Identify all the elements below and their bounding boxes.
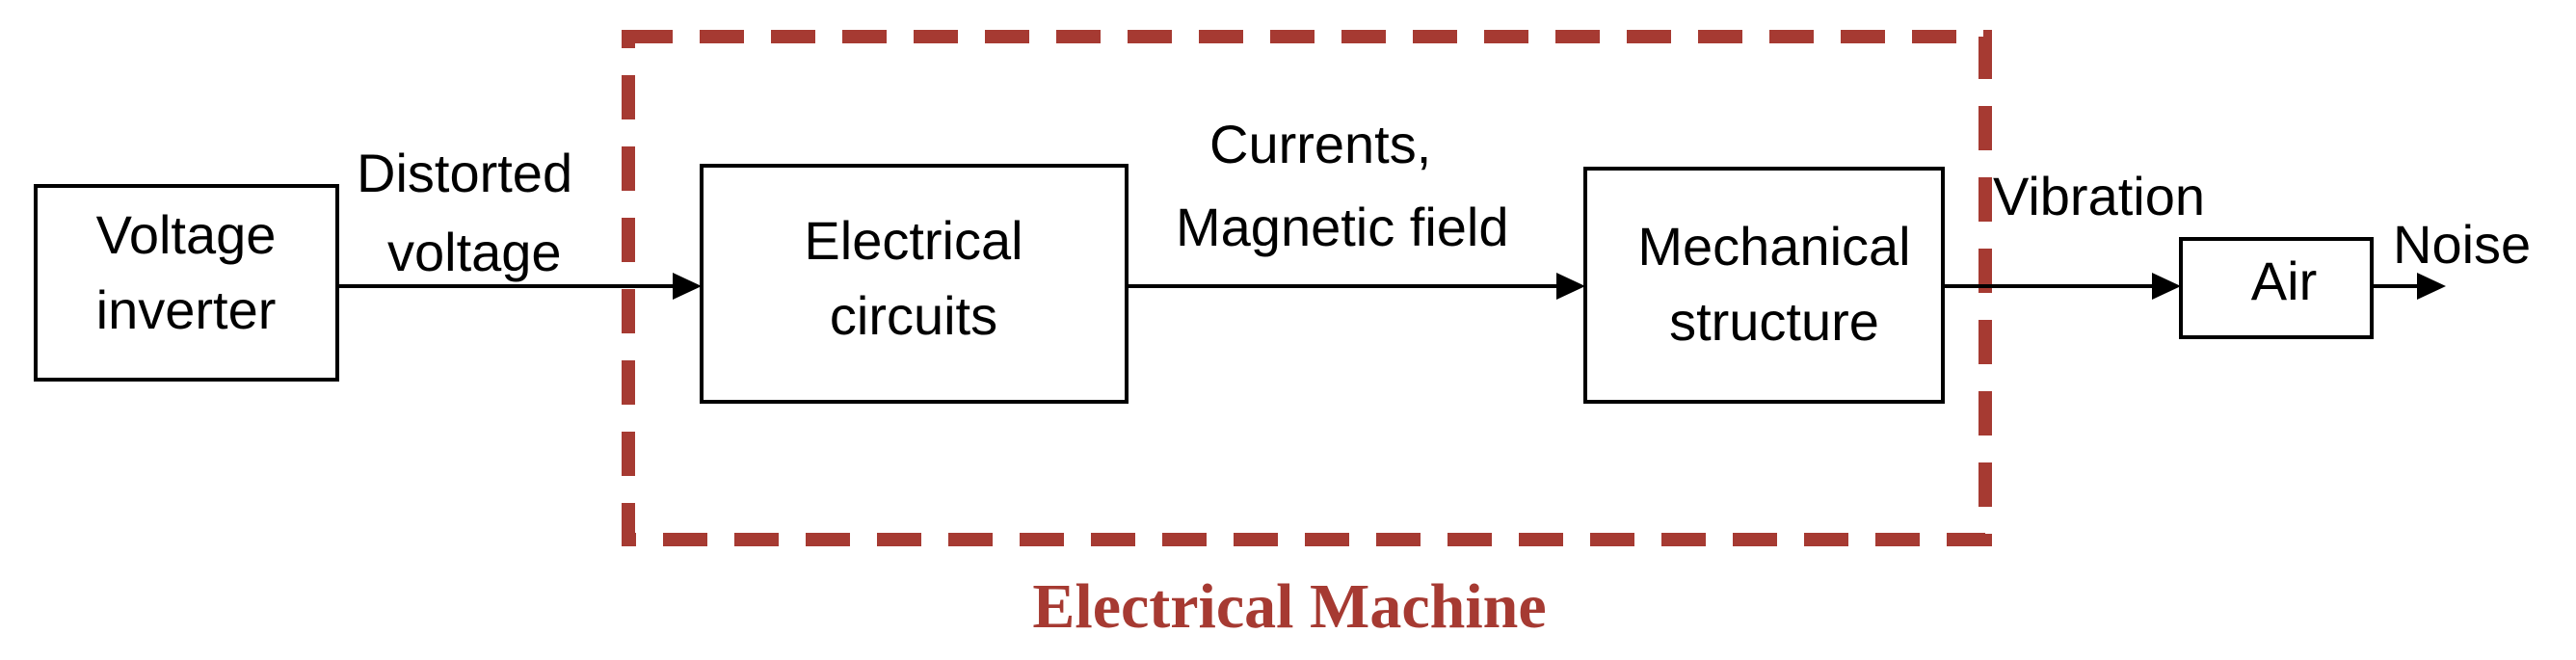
voltage-inverter-label-line2: inverter xyxy=(95,279,277,340)
arrow-circuits-to-structure xyxy=(1127,273,1585,300)
mechanical-structure-label-line2: structure xyxy=(1669,291,1879,352)
air-label: Air xyxy=(2250,251,2318,311)
arrow-inverter-to-circuits xyxy=(337,273,702,300)
distorted-voltage-label-line2: voltage xyxy=(387,222,562,282)
currents-label: Currents, xyxy=(1209,114,1432,174)
vibration-label: Vibration xyxy=(1993,166,2206,226)
arrow-structure-to-air xyxy=(1943,273,2181,300)
mechanical-structure-block xyxy=(1583,167,1945,404)
arrow-air-to-noise xyxy=(2372,273,2446,300)
magnetic-field-label: Magnetic field xyxy=(1176,197,1509,257)
voltage-inverter-block xyxy=(34,184,339,382)
noise-label: Noise xyxy=(2393,214,2532,275)
electrical-circuits-label-line2: circuits xyxy=(829,285,998,346)
mechanical-structure-label-line1: Mechanical xyxy=(1637,216,1911,277)
electrical-circuits-label-line1: Electrical xyxy=(804,210,1023,271)
electrical-machine-caption: Electrical Machine xyxy=(1032,571,1547,642)
distorted-voltage-label-line1: Distorted xyxy=(357,143,573,203)
voltage-inverter-label-line1: Voltage xyxy=(95,204,277,265)
air-block xyxy=(2179,237,2374,339)
electrical-circuits-block xyxy=(700,164,1129,404)
